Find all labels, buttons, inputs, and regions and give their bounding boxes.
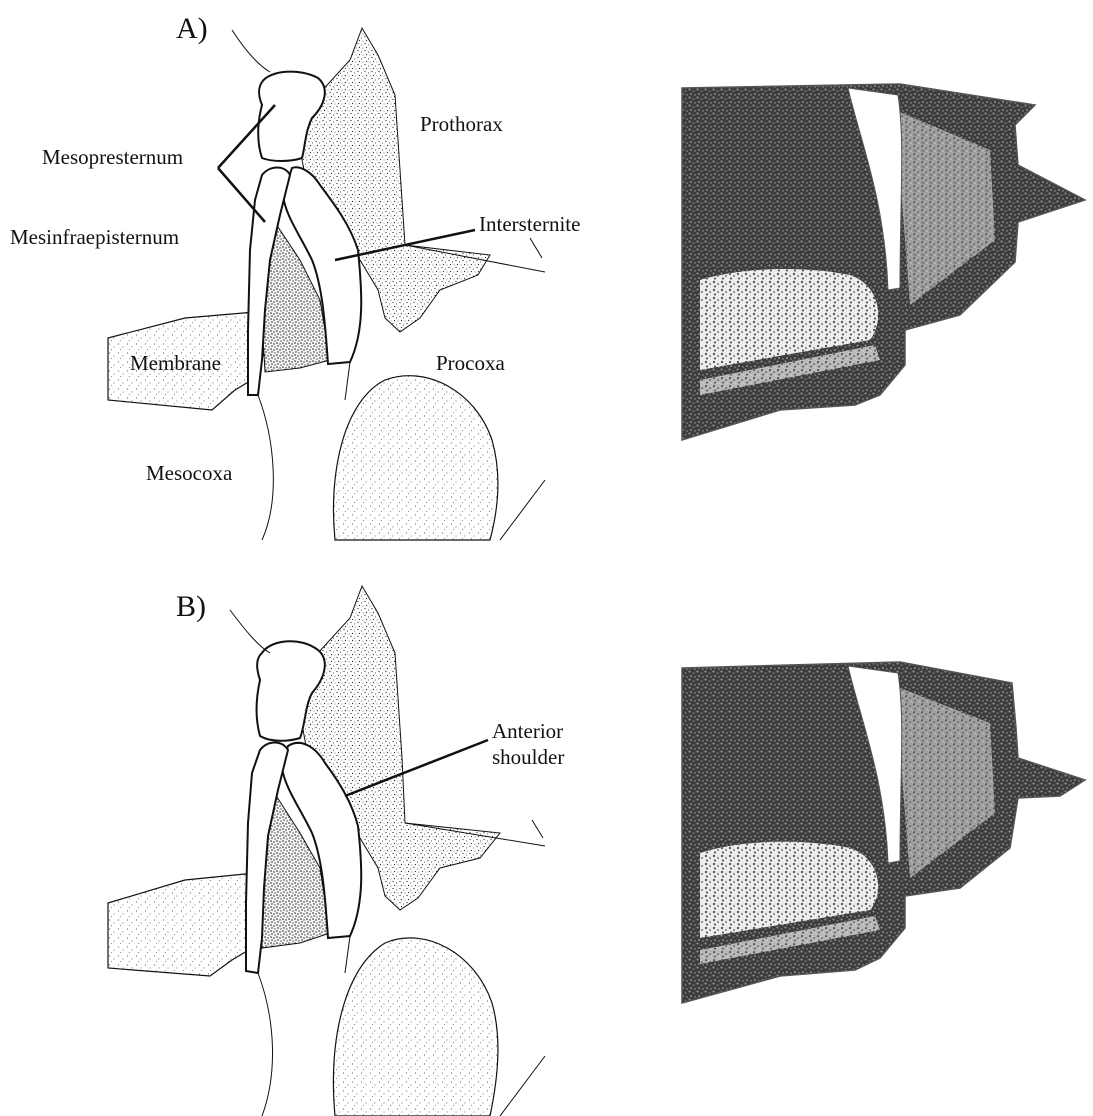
panel-letter-a: A) — [176, 12, 208, 46]
label-shoulder: shoulder — [492, 746, 564, 769]
panel-letter-b: B) — [176, 590, 206, 624]
membrane-shape-b — [108, 873, 262, 976]
procoxa-shape-b — [333, 938, 497, 1116]
photo-b — [682, 662, 1085, 1003]
label-procoxa: Procoxa — [436, 352, 505, 375]
label-mesocoxa: Mesocoxa — [146, 462, 232, 485]
label-mesopresternum: Mesopresternum — [42, 146, 183, 169]
procoxa-shape — [333, 376, 497, 540]
label-prothorax: Prothorax — [420, 113, 503, 136]
label-mesinfraepisternum: Mesinfraepisternum — [10, 226, 179, 249]
drawing-b — [0, 558, 1093, 1116]
panel-b: B) Anterior shoulder — [0, 558, 1093, 1116]
label-intersternite: Intersternite — [479, 213, 580, 236]
panel-a: A) Mesopresternum Prothorax Mesinfraepis… — [0, 0, 1093, 558]
label-membrane: Membrane — [130, 352, 221, 375]
label-anterior: Anterior — [492, 720, 563, 743]
photo-a — [682, 84, 1085, 440]
